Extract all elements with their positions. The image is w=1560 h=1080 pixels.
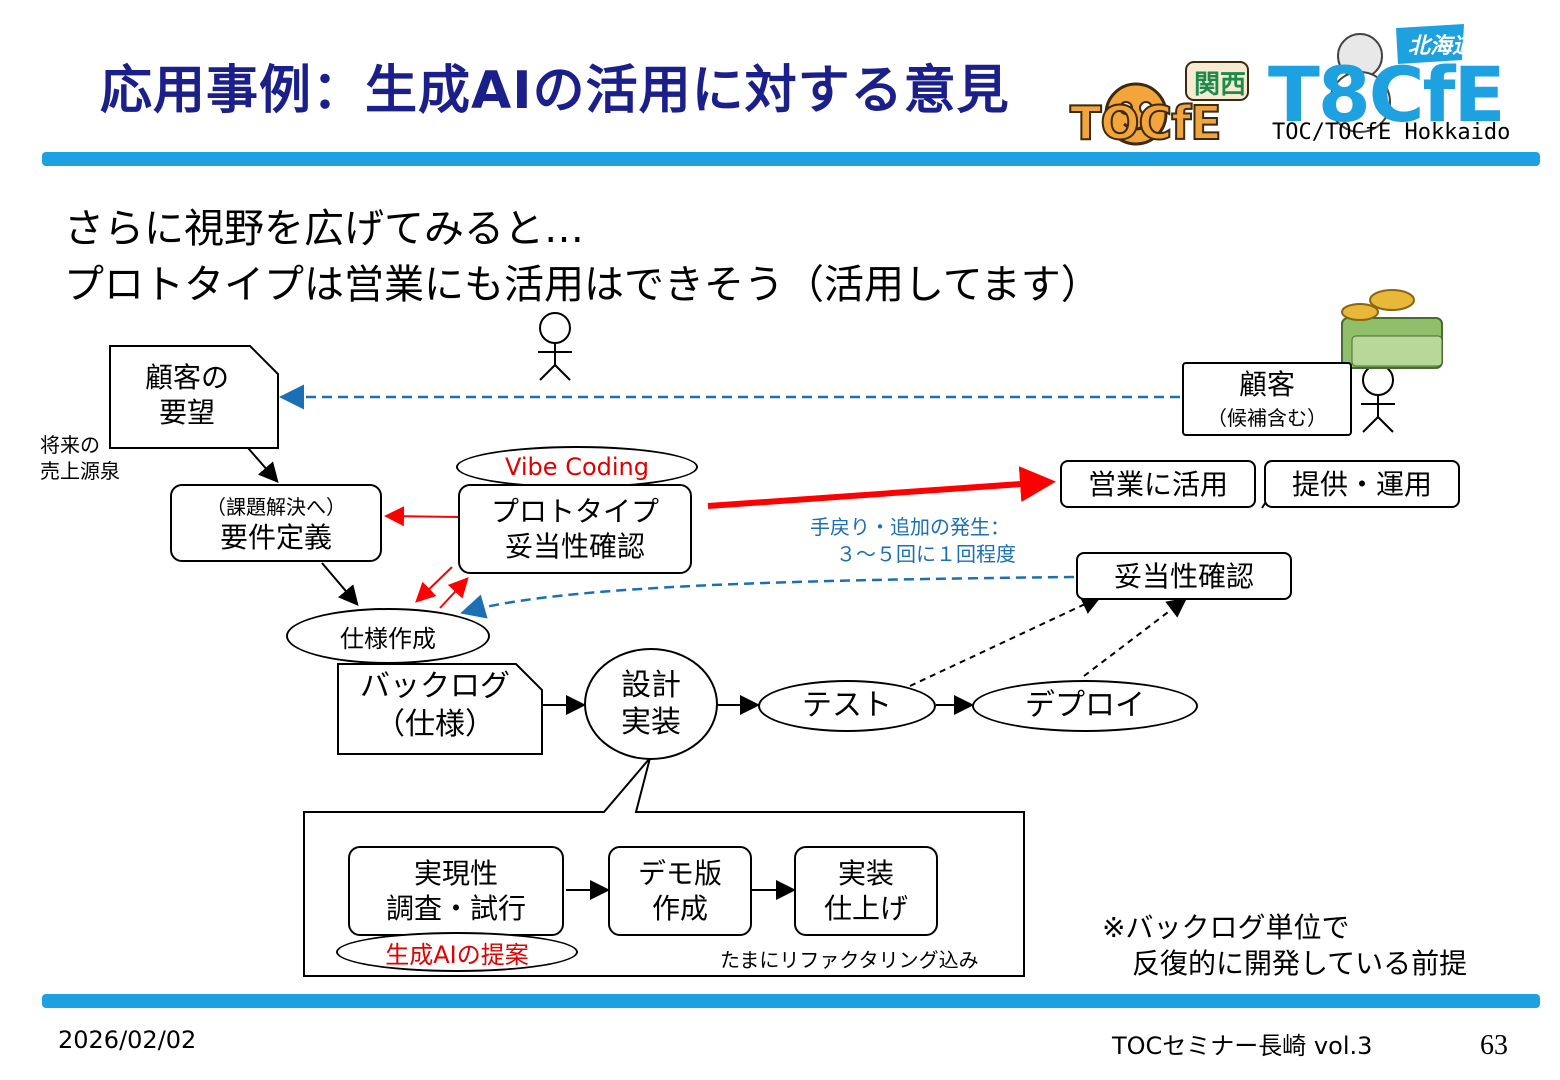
premise-note: ※バックログ単位で 反復的に開発している前提 [1102,910,1467,983]
customer-request-node: 顧客の 要望 [112,360,262,430]
sales-use-label: 営業に活用 [1087,467,1228,501]
backlog-line1: バックログ [360,669,510,704]
prototype-node: プロトタイプ 妥当性確認 [458,484,692,574]
feasibility-line2: 調査・試行 [385,892,526,925]
tocfe-hokkaido-logo: 北海道 T8CfE TOC/TOCfE Hokkaido [1268,20,1540,150]
hokkaido-logo-text: T8CfE [1268,50,1505,139]
premise-note-line1: ※バックログ単位で [1102,911,1350,944]
hokkaido-caption: TOC/TOCfE Hokkaido [1272,120,1511,145]
customer-main: 顧客 [1238,368,1295,401]
snowman-graphic [1329,24,1464,133]
request-doc-shape [109,345,279,449]
customer-node: 顧客 （候補含む） [1182,362,1352,436]
hokkaido-badge: 北海道 [1408,34,1475,59]
future-revenue-line1: 将来の [40,433,100,457]
spec-creation-label: 仕様作成 [340,624,436,653]
vibe-coding-label: Vibe Coding [505,453,649,481]
validation-node: 妥当性確認 [1076,552,1292,600]
genai-proposal-label: 生成AIの提案 [385,940,529,969]
test-node: テスト [758,680,936,732]
prototype-line2: 妥当性確認 [504,530,645,563]
footer-rule [42,994,1540,1008]
rework-note-line1: 手戻り・追加の発生： [810,515,1010,539]
demo-line1: デモ版 [637,857,722,890]
footer-date: 2026/02/02 [58,1026,197,1054]
future-revenue-label: 将来の 売上源泉 [40,432,120,484]
footer-event: TOCセミナー長崎 vol.3 [1112,1032,1373,1060]
requirements-sub: （課題解決へ） [206,495,346,519]
customer-sub: （候補含む） [1207,406,1327,430]
provide-operate-label: 提供・運用 [1291,467,1432,501]
validation-label: 妥当性確認 [1113,559,1254,593]
future-revenue-line2: 売上源泉 [40,459,120,483]
stick-figure-left [538,312,572,381]
refactoring-note: たまにリファクタリング込み [720,948,979,972]
backlog-doc-shape [337,663,543,755]
tocfe-kansai-logo-graphic [1104,61,1249,146]
page-number: 63 [1480,1030,1508,1061]
sales-use-node: 営業に活用 [1060,460,1256,508]
design-impl-line1: 設計 [621,667,681,703]
vibe-coding-tag: Vibe Coding [456,446,698,488]
impl-finish-line2: 仕上げ [823,892,908,925]
deploy-label: デプロイ [1025,688,1145,724]
demo-line2: 作成 [651,892,708,925]
tocfe-kansai-logo: 関西 TOCfE [1068,56,1258,151]
spec-creation-node: 仕様作成 [286,608,490,664]
money-icon [1341,289,1443,369]
impl-finish-line1: 実装 [837,857,894,890]
customer-request-line1: 顧客の [144,361,229,394]
feasibility-node: 実現性 調査・試行 [348,846,564,936]
header-rule [42,152,1540,166]
customer-request-line2: 要望 [158,396,215,429]
tocfe-kansai-text: TOCfE [1069,95,1223,151]
provide-operate-node: 提供・運用 [1264,460,1460,508]
page-title: 応用事例：生成AIの活用に対する意見 [100,61,1010,121]
prototype-line1: プロトタイプ [490,495,659,528]
backlog-node: バックログ （仕様） [342,668,528,743]
design-impl-line2: 実装 [621,705,681,740]
intro-line-2: プロトタイプは営業にも活用はできそう（活用してます） [64,262,1101,308]
rework-note-line2: ３～５回に１回程度 [836,542,1016,566]
premise-note-line2: 反復的に開発している前提 [1132,947,1468,981]
backlog-line2: （仕様） [375,706,495,742]
requirements-node: （課題解決へ） 要件定義 [170,484,382,562]
impl-finish-node: 実装 仕上げ [794,846,938,936]
demo-node: デモ版 作成 [608,846,752,936]
test-label: テスト [802,688,892,724]
feasibility-line1: 実現性 [413,857,498,890]
genai-proposal-tag: 生成AIの提案 [336,932,578,972]
stick-figure-right [1361,364,1395,433]
deploy-node: デプロイ [972,680,1198,732]
rework-note: 手戻り・追加の発生： ３～５回に１回程度 [810,514,1016,568]
callout-frame [303,757,1025,977]
intro-line-1: さらに視野を広げてみると… [64,206,584,252]
design-impl-node: 設計 実装 [584,648,718,760]
tocfe-kansai-badge: 関西 [1194,70,1247,100]
requirements-main: 要件定義 [219,521,332,554]
